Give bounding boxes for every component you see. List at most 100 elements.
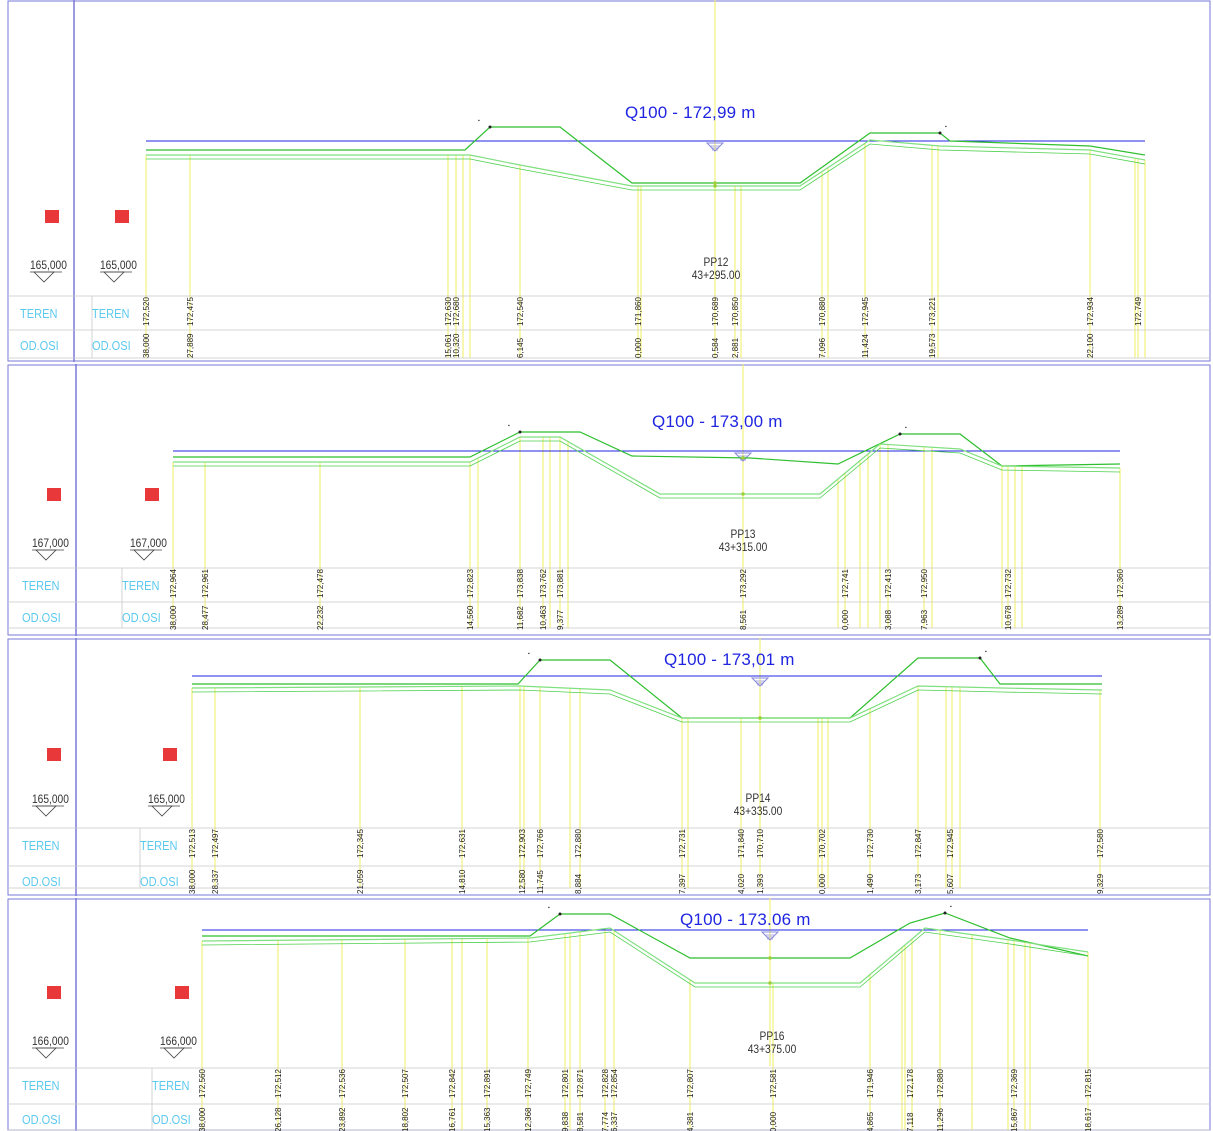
offset-row-label: OD.OSI [22,1112,61,1127]
terrain-value: 172,749 [524,1069,533,1098]
panel-frame [7,0,1211,362]
terrain-value: 171,860 [634,297,643,326]
terrain-value: 172,847 [914,829,923,858]
section-marker-icon [45,210,59,223]
offset-value: 18,617 [1084,1107,1093,1131]
water-level-symbol [760,931,780,941]
datum-elevation-label: 166,000 [32,1034,69,1048]
terrain-value: 171,946 [866,1069,875,1098]
terrain-value: 172,815 [1084,1069,1093,1098]
terrain-value: 172,680 [452,297,461,326]
terrain-value: 173,762 [539,569,548,598]
datum-triangle-icon [35,805,57,817]
profile-id: PP14 [745,791,771,805]
datum-elevation-label: 165,000 [100,258,137,272]
section-marker-icon [175,986,189,999]
offset-value: 5,607 [946,873,955,894]
offset-value: 7,118 [906,1112,915,1131]
terrain-value: 172,581 [769,1069,778,1098]
terrain-value: 172,520 [142,297,151,326]
offset-value: 3,173 [914,873,923,894]
offset-row-label: OD.OSI [22,874,61,889]
secondary-profile-line [191,689,1103,723]
centerline-point [741,456,745,460]
crest-point [488,125,492,129]
profile-station: 43+375.00 [747,1042,797,1056]
datum-triangle-icon [163,1047,185,1059]
offset-value: 23,892 [338,1107,347,1131]
offset-value: 12,580 [518,869,527,894]
terrain-value: 172,413 [884,569,893,598]
offset-value: 21,059 [356,869,365,894]
offset-value: 1,393 [756,873,765,894]
profile-station: 43+295.00 [691,268,741,282]
terrain-value: 172,945 [946,829,955,858]
offset-value: 27,889 [186,333,195,358]
secondary-profile-line [201,931,1089,988]
offset-value: 16,761 [448,1107,457,1131]
q100-water-level-label: Q100 - 173,00 m [652,412,783,431]
terrain-value: 172,828 [601,1069,610,1098]
terrain-row-label: TEREN [122,578,160,593]
terrain-value: 172,823 [466,569,475,598]
panel-frame [7,638,1211,896]
crest-marker: ▪ [478,118,480,124]
terrain-value: 172,871 [576,1069,585,1098]
offset-value: 15,061 [444,333,453,358]
offset-value: 4,381 [686,1111,695,1131]
design-profile-line [146,126,1146,184]
crest-point [978,656,982,660]
terrain-value: 172,801 [561,1069,570,1098]
profile-id: PP16 [759,1029,785,1043]
terrain-value: 172,497 [211,829,220,858]
offset-value: 8,581 [576,1111,585,1131]
terrain-row-label: TEREN [152,1078,190,1093]
offset-value: 4,020 [737,873,746,894]
terrain-value: 172,854 [610,1069,619,1098]
profile-id: PP13 [730,527,756,541]
section-marker-icon [145,488,159,501]
crest-point [518,430,522,434]
water-level-symbol [733,452,753,462]
offset-value: 2,881 [731,337,740,358]
terrain-value: 172,950 [920,569,929,598]
centerline-point [758,716,762,720]
terrain-value: 172,842 [448,1069,457,1098]
terrain-value: 172,540 [516,297,525,326]
terrain-value: 173,221 [928,297,937,326]
offset-row-label: OD.OSI [122,610,161,625]
terrain-value: 173,292 [739,569,748,598]
terrain-value: 172,731 [678,829,687,858]
offset-value: 9,377 [556,609,565,630]
offset-value: 28,337 [211,869,220,894]
terrain-value: 172,580 [1096,829,1105,858]
terrain-value: 170,710 [756,829,765,858]
terrain-row-label: TEREN [20,306,58,321]
offset-value: 9,838 [561,1111,570,1131]
centerline-point [713,184,717,188]
datum-triangle-icon [133,549,155,561]
centerline-point [713,181,717,185]
offset-value: 26,128 [274,1107,283,1131]
terrain-value: 172,732 [1004,569,1013,598]
terrain-value: 173,838 [516,569,525,598]
datum-elevation-label: 165,000 [148,792,185,806]
terrain-value: 172,934 [1086,297,1095,326]
centerline-point [768,956,772,960]
offset-value: 18,802 [401,1107,410,1131]
water-level-symbol [750,677,770,687]
terrain-value: 170,850 [731,297,740,326]
datum-triangle-icon [151,805,173,817]
offset-value: 7,963 [920,609,929,630]
terrain-value: 172,369 [1010,1069,1019,1098]
section-marker-icon [163,748,177,761]
datum-triangle-icon [35,1047,57,1059]
offset-value: 10,463 [539,605,548,630]
terrain-value: 172,891 [483,1069,492,1098]
crest-marker: ▪ [985,649,987,655]
offset-value: 38,000 [198,1107,207,1131]
offset-value: 15,867 [1010,1107,1019,1131]
crest-marker: ▪ [950,904,952,910]
offset-row-label: OD.OSI [22,610,61,625]
